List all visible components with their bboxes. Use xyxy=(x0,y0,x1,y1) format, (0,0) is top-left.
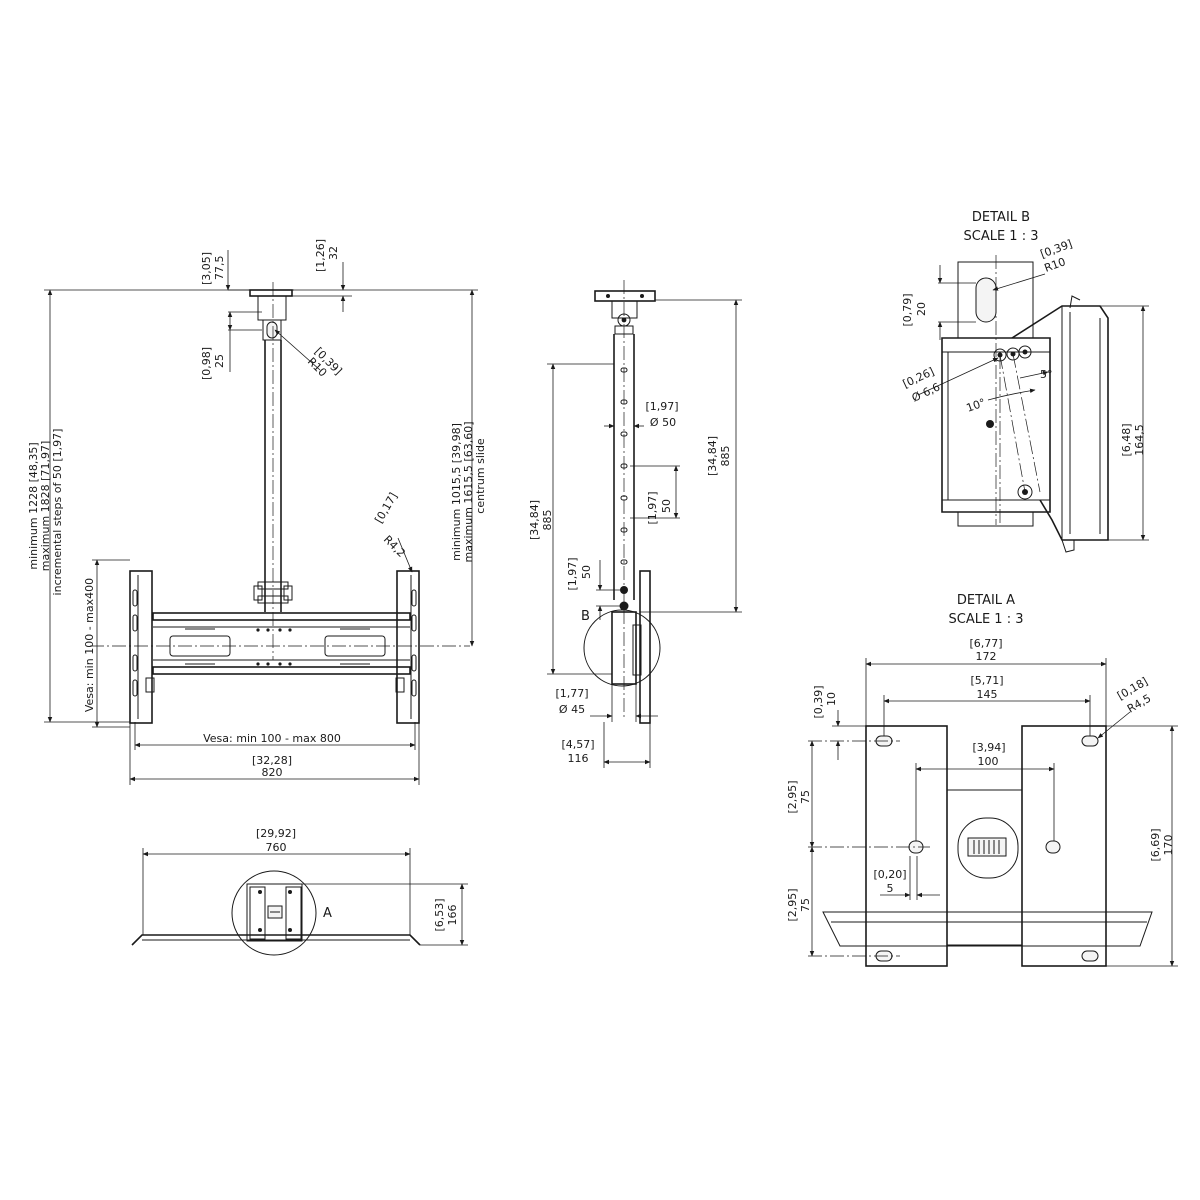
total-min: minimum 1228 [48,35] xyxy=(27,442,40,569)
detail-b-angle-10: 10° xyxy=(965,396,988,415)
left-length-inch: [34,84] xyxy=(528,500,541,540)
detail-a-title: DETAIL A xyxy=(957,593,1015,608)
length-mm: 885 xyxy=(719,446,732,467)
detail-a-v1-inch: [2,95] xyxy=(786,780,799,813)
detail-b-ref: B xyxy=(581,609,590,624)
detail-a-inner-inch: [3,94] xyxy=(972,741,1005,754)
detail-b-dimensions xyxy=(917,265,1149,541)
detail-b-height-inch: [0,79] xyxy=(901,293,914,326)
top-plate-inch: [3,05] xyxy=(200,252,213,285)
detail-b-scale: SCALE 1 : 3 xyxy=(964,229,1039,244)
detail-b-height-mm: 20 xyxy=(915,302,928,316)
side-view-dimensions xyxy=(547,299,742,768)
detail-b-title: DETAIL B xyxy=(972,210,1030,225)
front-view-dimensions xyxy=(44,250,478,785)
slide-label: centrum slide xyxy=(474,438,487,514)
left-length-mm: 885 xyxy=(541,510,554,531)
detail-b-angle-5: 5° xyxy=(1040,368,1053,381)
depth-mm: 116 xyxy=(568,752,589,765)
lower-step-inch: [1,97] xyxy=(566,557,579,590)
detail-a-v2-inch: [2,95] xyxy=(786,888,799,921)
detail-a-slot-mm: 5 xyxy=(887,882,894,895)
top-width-inch: [29,92] xyxy=(256,827,296,840)
detail-a-ref: A xyxy=(323,906,332,921)
front-view-labels: [3,05] 77,5 [1,26] 32 [0,98] 25 [0,39] R… xyxy=(27,239,487,779)
detail-b-total-mm: 164,5 xyxy=(1133,424,1146,456)
top-thick-mm: 32 xyxy=(327,246,340,260)
detail-a-width-inch: [6,77] xyxy=(969,637,1002,650)
detail-a-edge-inch: [0,39] xyxy=(812,685,825,718)
top-thick-inch: [1,26] xyxy=(314,239,327,272)
front-view xyxy=(90,282,470,724)
small-diameter-inch: [1,77] xyxy=(555,687,588,700)
total-steps: incremental steps of 50 [1,97] xyxy=(51,429,64,596)
side-view xyxy=(583,280,661,724)
step-inch: [1,97] xyxy=(646,491,659,524)
top-depth-inch: [6,53] xyxy=(433,898,446,931)
top-view xyxy=(131,870,421,956)
length-inch: [34,84] xyxy=(706,436,719,476)
detail-a-span-inch: [5,71] xyxy=(970,674,1003,687)
detail-a-height-inch: [6,69] xyxy=(1149,828,1162,861)
total-max: maximum 1828 [71,97] xyxy=(39,441,52,572)
detail-a-v2-mm: 75 xyxy=(799,898,812,912)
detail-a-span-mm: 145 xyxy=(977,688,998,701)
slide-max: maximum 1615,5 [63,60] xyxy=(462,422,475,563)
vesa-horizontal: Vesa: min 100 - max 800 xyxy=(203,732,341,745)
detail-a-slot-inch: [0,20] xyxy=(873,868,906,881)
detail-a-labels: [6,77] 172 [5,71] 145 [0,39] 10 [0,18] R… xyxy=(786,637,1175,922)
tube-diameter-inch: [1,97] xyxy=(645,400,678,413)
detail-b: DETAIL B SCALE 1 : 3 xyxy=(941,210,1109,553)
detail-a-v1-mm: 75 xyxy=(799,790,812,804)
top-plate-mm: 77,5 xyxy=(213,256,226,281)
corner-radius-mm: R4,2 xyxy=(381,533,408,560)
slot-mm: 25 xyxy=(213,354,226,368)
detail-a-dimensions xyxy=(809,658,1178,967)
detail-a-edge-mm: 10 xyxy=(825,692,838,706)
top-view-dimensions xyxy=(142,848,468,946)
small-diameter-mm: Ø 45 xyxy=(559,703,585,716)
side-view-labels: [1,97] Ø 50 [34,84] 885 [1,97] 50 [34,84… xyxy=(528,400,732,765)
detail-a-width-mm: 172 xyxy=(976,650,997,663)
detail-a-inner-mm: 100 xyxy=(978,755,999,768)
lower-step-mm: 50 xyxy=(580,565,593,579)
top-view-labels: [29,92] 760 [6,53] 166 A xyxy=(256,827,459,932)
top-width-mm: 760 xyxy=(266,841,287,854)
slide-min: minimum 1015,5 [39,98] xyxy=(450,423,463,561)
detail-a-height-mm: 170 xyxy=(1162,835,1175,856)
detail-b-total-inch: [6,48] xyxy=(1120,423,1133,456)
depth-inch: [4,57] xyxy=(561,738,594,751)
detail-b-labels: [0,39] R10 [0,79] 20 [0,26] Ø 6,6 5° 10°… xyxy=(901,237,1146,456)
width-inch: [32,28] xyxy=(252,754,292,767)
tube-diameter-mm: Ø 50 xyxy=(650,416,676,429)
step-mm: 50 xyxy=(660,499,673,513)
width-mm: 820 xyxy=(262,766,283,779)
top-depth-mm: 166 xyxy=(446,905,459,926)
slot-inch: [0,98] xyxy=(200,347,213,380)
detail-a: DETAIL A SCALE 1 : 3 xyxy=(808,593,1153,967)
vesa-vertical: Vesa: min 100 - max400 xyxy=(83,578,96,712)
corner-radius-inch: [0,17] xyxy=(372,490,400,525)
detail-a-scale: SCALE 1 : 3 xyxy=(949,612,1024,627)
